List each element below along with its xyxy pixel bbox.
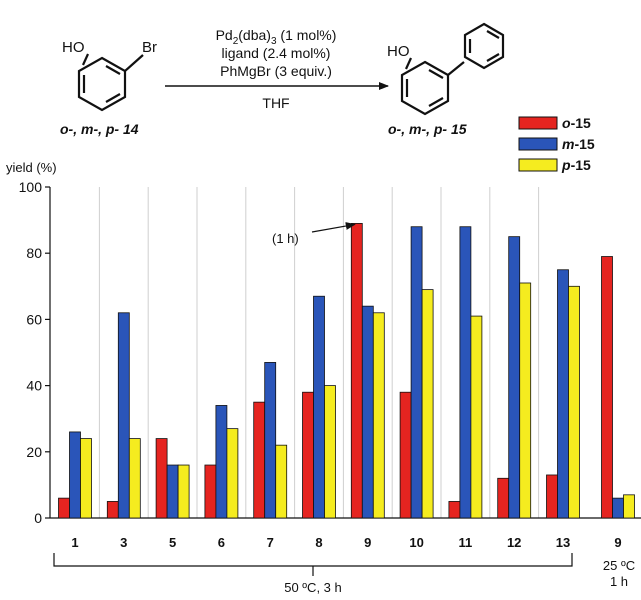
bar-o-15-10: [399, 391, 412, 519]
x-tick-label: 1: [71, 535, 78, 550]
solvent-label: THF: [262, 95, 289, 111]
bar-p-15-11: [470, 315, 483, 519]
bar-p-15-7: [275, 444, 288, 519]
bar-p-15-9: [623, 494, 635, 519]
bar-m-15-7: [264, 362, 277, 519]
condition-label-25c: 25 ºC: [603, 558, 635, 573]
x-tick-label: 13: [556, 535, 570, 550]
x-tick-label: 8: [315, 535, 322, 550]
reactant-oh-label: HO: [62, 39, 85, 56]
bar-p-15-6: [226, 428, 239, 519]
y-axis-label: yield (%): [6, 160, 57, 175]
bar-p-15-12: [519, 282, 532, 519]
bar-o-15-9: [350, 223, 363, 519]
bar-m-15-13: [557, 269, 569, 519]
y-tick-label: 80: [26, 245, 42, 261]
reagent-grignard: PhMgBr (3 equiv.): [220, 63, 332, 79]
bar-p-15-8: [324, 385, 336, 519]
bar-m-15-3: [117, 312, 130, 519]
bar-m-15-6: [215, 405, 228, 519]
reagent-catalyst: Pd2(dba)3 (1 mol%): [216, 27, 337, 47]
y-tick-label: 0: [34, 510, 42, 526]
x-tick-label: 11: [459, 535, 473, 550]
bar-p-15-1: [80, 438, 92, 519]
x-tick-label: 9: [614, 535, 621, 550]
bar-o-15-12: [497, 477, 510, 519]
legend-label-o: o-15: [562, 115, 591, 131]
x-tick-label: 7: [267, 535, 274, 550]
bar-m-15-10: [410, 226, 423, 519]
bar-m-15-8: [313, 295, 325, 519]
bar-o-15-3: [106, 501, 119, 519]
legend-swatch-p: [518, 158, 558, 172]
reagent-ligand: ligand (2.4 mol%): [222, 45, 331, 61]
annotation-arrow: [311, 222, 356, 233]
legend: o-15 m-15 p-15: [518, 115, 595, 173]
condition-label-1h: 1 h: [610, 574, 628, 589]
bar-o-15-5: [155, 438, 168, 519]
y-tick-label: 20: [26, 444, 42, 460]
product-oh-label: HO: [387, 43, 410, 60]
bar-p-15-3: [128, 438, 141, 519]
x-tick-label: 3: [120, 535, 127, 550]
y-tick-label: 100: [19, 179, 43, 195]
bar-m-15-5: [166, 464, 179, 519]
bar-p-15-5: [177, 464, 190, 519]
reactant-br-label: Br: [142, 39, 157, 56]
bar-m-15-11: [459, 226, 472, 519]
product-compound-label: o-, m-, p- 15: [388, 121, 467, 137]
bar-o-15-11: [448, 501, 461, 519]
bar-o-15-6: [204, 464, 217, 519]
x-tick-label: 5: [169, 535, 176, 550]
condition-bracket: [53, 553, 573, 576]
x-tick-label: 10: [409, 535, 423, 550]
y-tick-label: 60: [26, 311, 42, 327]
legend-swatch-o: [518, 116, 558, 130]
x-tick-label: 6: [218, 535, 225, 550]
bar-o-15-13: [546, 474, 558, 519]
y-tick-label: 40: [26, 378, 42, 394]
bar-o-15-1: [58, 497, 70, 519]
x-tick-label: 9: [364, 535, 371, 550]
bar-m-15-9: [612, 497, 624, 519]
bar-o-15-8: [302, 391, 314, 519]
reactant-compound-label: o-, m-, p- 14: [60, 121, 139, 137]
legend-swatch-m: [518, 137, 558, 151]
condition-label-50c: 50 ºC, 3 h: [284, 580, 342, 595]
bar-o-15-9: [601, 256, 613, 519]
reactant-structure: [77, 53, 144, 112]
bar-m-15-9: [361, 305, 374, 519]
bar-p-15-13: [568, 285, 580, 519]
product-structure: [400, 22, 505, 116]
bar-m-15-12: [508, 236, 521, 519]
bar-p-15-9: [372, 312, 385, 519]
x-tick-label: 12: [507, 535, 521, 550]
legend-label-p: p-15: [561, 157, 591, 173]
bar-o-15-7: [253, 401, 266, 519]
annotation-1h: (1 h): [272, 231, 299, 246]
legend-label-m: m-15: [562, 136, 595, 152]
reaction-scheme: HO Br o-, m-, p- 14 Pd2(dba)3 (1 mol%) l…: [60, 22, 505, 137]
bar-p-15-10: [421, 289, 434, 519]
bar-m-15-1: [69, 431, 81, 519]
